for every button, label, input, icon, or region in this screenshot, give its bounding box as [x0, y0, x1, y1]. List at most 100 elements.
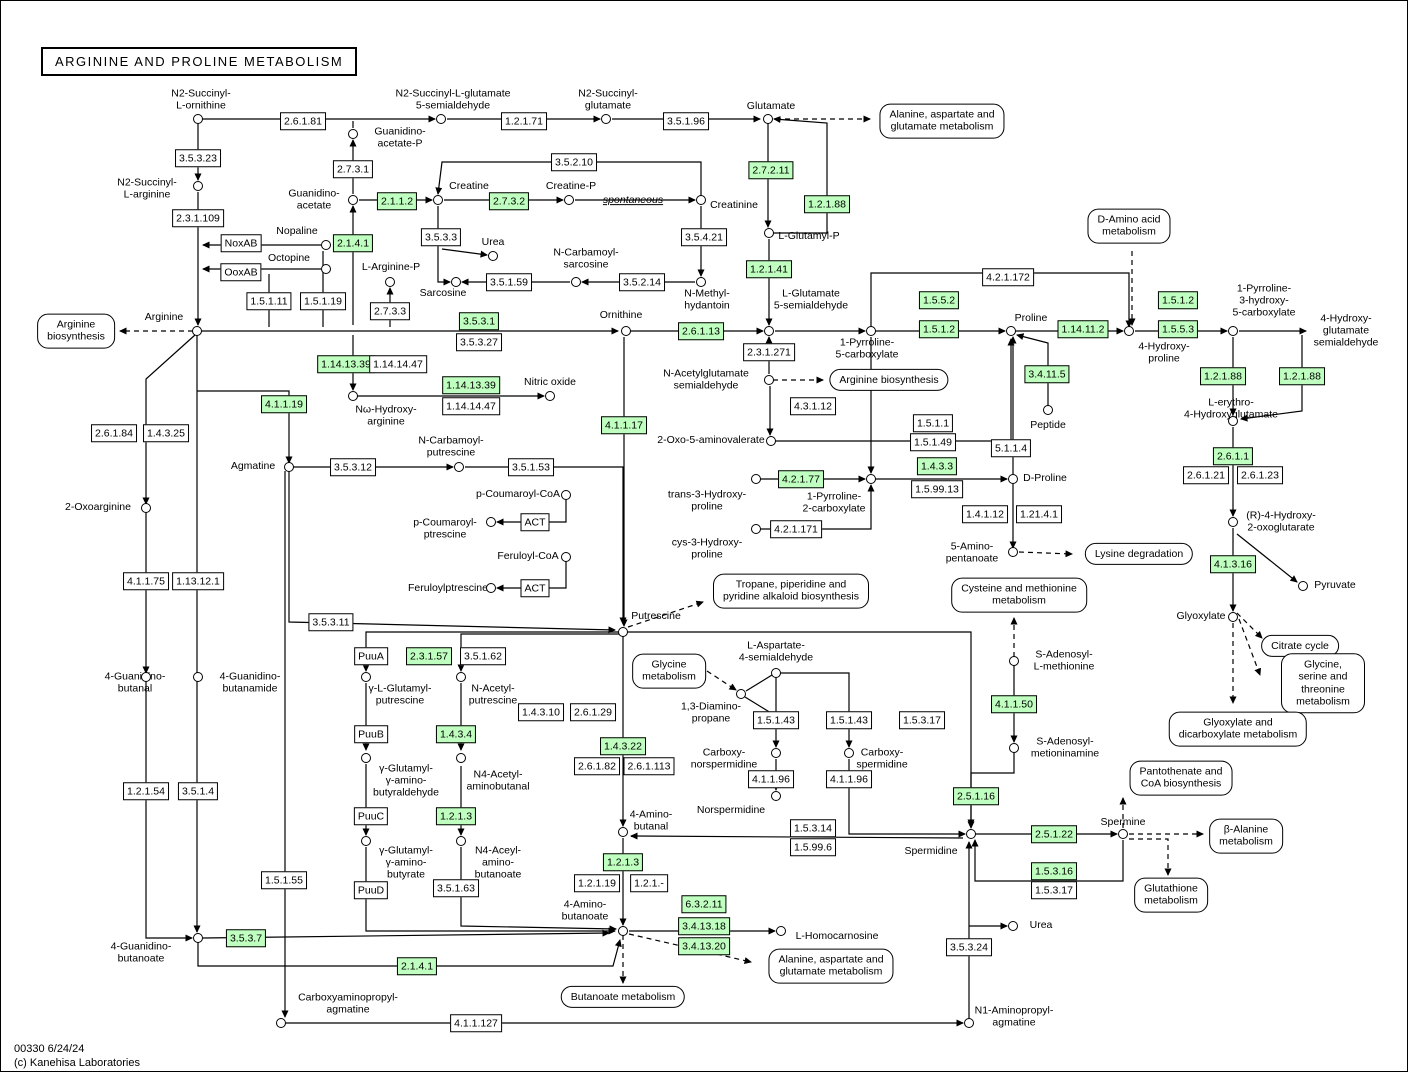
- enzyme-box-1-5-3-17[interactable]: 1.5.3.17: [1031, 881, 1077, 899]
- metabolite-node[interactable]: [348, 195, 358, 205]
- enzyme-box-4-1-3-16[interactable]: 4.1.3.16: [1210, 555, 1256, 573]
- enzyme-box-3-5-2-10[interactable]: 3.5.2.10: [551, 153, 597, 171]
- enzyme-box-2-5-1-16[interactable]: 2.5.1.16: [953, 787, 999, 805]
- enzyme-box-1-21-4-1[interactable]: 1.21.4.1: [1016, 505, 1062, 523]
- pathway-link-glycine-serine-and-threonine-metabolism[interactable]: Glycine, serine and threonine metabolism: [1281, 653, 1365, 713]
- enzyme-box-1-5-1-49[interactable]: 1.5.1.49: [910, 433, 956, 451]
- enzyme-box-3-5-1-63[interactable]: 3.5.1.63: [433, 879, 479, 897]
- pathway-link-alanine-aspartate-and-glutamate-metabolism[interactable]: Alanine, aspartate and glutamate metabol…: [879, 103, 1005, 139]
- enzyme-box-1-5-1-19[interactable]: 1.5.1.19: [300, 292, 346, 310]
- enzyme-box-1-14-14-47[interactable]: 1.14.14.47: [442, 397, 500, 415]
- enzyme-box-2-6-1-21[interactable]: 2.6.1.21: [1183, 466, 1229, 484]
- enzyme-box-1-5-1-43[interactable]: 1.5.1.43: [753, 711, 799, 729]
- metabolite-node[interactable]: [1228, 326, 1238, 336]
- enzyme-box-2-7-3-3[interactable]: 2.7.3.3: [369, 302, 411, 320]
- enzyme-box-1-2-1-3[interactable]: 1.2.1.3: [602, 853, 644, 871]
- metabolite-node[interactable]: [348, 129, 358, 139]
- enzyme-box-2-6-1-82[interactable]: 2.6.1.82: [574, 757, 620, 775]
- enzyme-box-1-2-1-41[interactable]: 1.2.1.41: [746, 260, 792, 278]
- enzyme-box-3-5-2-14[interactable]: 3.5.2.14: [619, 273, 665, 291]
- metabolite-node[interactable]: [488, 251, 498, 261]
- metabolite-node[interactable]: [696, 277, 706, 287]
- enzyme-box-1-14-14-47[interactable]: 1.14.14.47: [369, 355, 427, 373]
- enzyme-box-5-1-1-4[interactable]: 5.1.1.4: [990, 439, 1032, 457]
- metabolite-node[interactable]: [1006, 326, 1016, 336]
- enzyme-box-1-5-3-14[interactable]: 1.5.3.14: [790, 819, 836, 837]
- metabolite-node[interactable]: [1124, 326, 1134, 336]
- metabolite-node[interactable]: [764, 326, 774, 336]
- metabolite-node[interactable]: [1009, 743, 1019, 753]
- enzyme-box-4-2-1-172[interactable]: 4.2.1.172: [982, 268, 1034, 286]
- enzyme-box-4-2-1-77[interactable]: 4.2.1.77: [778, 470, 824, 488]
- metabolite-node[interactable]: [1228, 612, 1238, 622]
- pathway-link-citrate-cycle[interactable]: Citrate cycle: [1261, 634, 1339, 658]
- metabolite-node[interactable]: [764, 375, 774, 385]
- enzyme-box-1-5-5-2[interactable]: 1.5.5.2: [918, 291, 960, 309]
- metabolite-node[interactable]: [451, 277, 461, 287]
- enzyme-box-ooxab[interactable]: OoxAB: [220, 263, 262, 281]
- pathway-link-glyoxylate-and-dicarboxylate-metabolism[interactable]: Glyoxylate and dicarboxylate metabolism: [1168, 711, 1308, 747]
- enzyme-box-4-1-1-17[interactable]: 4.1.1.17: [601, 416, 647, 434]
- metabolite-node[interactable]: [1008, 921, 1018, 931]
- enzyme-box-4-1-1-19[interactable]: 4.1.1.19: [261, 395, 307, 413]
- enzyme-box-2-7-3-2[interactable]: 2.7.3.2: [488, 192, 530, 210]
- metabolite-node[interactable]: [545, 391, 555, 401]
- enzyme-box-1-5-1-2[interactable]: 1.5.1.2: [918, 320, 960, 338]
- metabolite-node[interactable]: [844, 748, 854, 758]
- metabolite-node[interactable]: [276, 1018, 286, 1028]
- metabolite-node[interactable]: [866, 326, 876, 336]
- enzyme-box-1-13-12-1[interactable]: 1.13.12.1: [172, 572, 224, 590]
- metabolite-node[interactable]: [456, 753, 466, 763]
- enzyme-box-2-5-1-22[interactable]: 2.5.1.22: [1031, 825, 1077, 843]
- metabolite-node[interactable]: [751, 524, 761, 534]
- enzyme-box-puuc[interactable]: PuuC: [353, 807, 389, 825]
- metabolite-node[interactable]: [1043, 405, 1053, 415]
- metabolite-node[interactable]: [1228, 416, 1238, 426]
- enzyme-box-3-4-13-20[interactable]: 3.4.13.20: [678, 937, 730, 955]
- metabolite-node[interactable]: [618, 926, 628, 936]
- metabolite-node[interactable]: [193, 181, 203, 191]
- enzyme-box-1-4-3-3[interactable]: 1.4.3.3: [916, 457, 958, 475]
- metabolite-node[interactable]: [1118, 829, 1128, 839]
- pathway-link-butanoate-metabolism[interactable]: Butanoate metabolism: [560, 985, 686, 1009]
- metabolite-node[interactable]: [571, 277, 581, 287]
- enzyme-box-1-2-1-88[interactable]: 1.2.1.88: [1200, 367, 1246, 385]
- enzyme-box-noxab[interactable]: NoxAB: [220, 234, 262, 252]
- enzyme-box-2-6-1-1[interactable]: 2.6.1.1: [1212, 447, 1254, 465]
- enzyme-box-3-5-1-53[interactable]: 3.5.1.53: [508, 458, 554, 476]
- enzyme-box-1-2-1-3[interactable]: 1.2.1.3: [435, 807, 477, 825]
- enzyme-box-1-5-99-13[interactable]: 1.5.99.13: [911, 480, 963, 498]
- enzyme-box-3-5-3-24[interactable]: 3.5.3.24: [946, 938, 992, 956]
- metabolite-node[interactable]: [385, 277, 395, 287]
- enzyme-box-3-5-4-21[interactable]: 3.5.4.21: [681, 228, 727, 246]
- enzyme-box-3-5-1-59[interactable]: 3.5.1.59: [486, 273, 532, 291]
- enzyme-box-2-6-1-113[interactable]: 2.6.1.113: [623, 757, 675, 775]
- enzyme-box-4-1-1-96[interactable]: 4.1.1.96: [826, 770, 872, 788]
- metabolite-node[interactable]: [771, 748, 781, 758]
- pathway-link-alanine-aspartate-and-glutamate-metabolism[interactable]: Alanine, aspartate and glutamate metabol…: [768, 948, 894, 984]
- metabolite-node[interactable]: [561, 552, 571, 562]
- enzyme-box-puub[interactable]: PuuB: [354, 725, 388, 743]
- metabolite-node[interactable]: [361, 672, 371, 682]
- metabolite-node[interactable]: [564, 195, 574, 205]
- metabolite-node[interactable]: [486, 517, 496, 527]
- enzyme-box-1-5-3-16[interactable]: 1.5.3.16: [1031, 862, 1077, 880]
- enzyme-box-2-1-4-1[interactable]: 2.1.4.1: [332, 234, 374, 252]
- enzyme-box-1-5-5-3[interactable]: 1.5.5.3: [1157, 320, 1199, 338]
- enzyme-box-1-14-13-39[interactable]: 1.14.13.39: [317, 355, 375, 373]
- enzyme-box-1-5-1-11[interactable]: 1.5.1.11: [246, 292, 292, 310]
- metabolite-node[interactable]: [486, 583, 496, 593]
- enzyme-box-1-5-1-55[interactable]: 1.5.1.55: [261, 871, 307, 889]
- pathway-link-pantothenate-and-coa-biosynthesis[interactable]: Pantothenate and CoA biosynthesis: [1129, 760, 1233, 796]
- enzyme-box-3-5-1-62[interactable]: 3.5.1.62: [460, 647, 506, 665]
- metabolite-node[interactable]: [193, 933, 203, 943]
- metabolite-node[interactable]: [1228, 517, 1238, 527]
- enzyme-box-2-7-3-1[interactable]: 2.7.3.1: [332, 160, 374, 178]
- metabolite-node[interactable]: [618, 827, 628, 837]
- enzyme-box-4-1-1-75[interactable]: 4.1.1.75: [123, 572, 169, 590]
- metabolite-node[interactable]: [456, 672, 466, 682]
- metabolite-node[interactable]: [771, 791, 781, 801]
- enzyme-box-3-5-3-27[interactable]: 3.5.3.27: [456, 333, 502, 351]
- enzyme-box-1-4-3-4[interactable]: 1.4.3.4: [435, 725, 477, 743]
- enzyme-box-2-3-1-109[interactable]: 2.3.1.109: [172, 209, 224, 227]
